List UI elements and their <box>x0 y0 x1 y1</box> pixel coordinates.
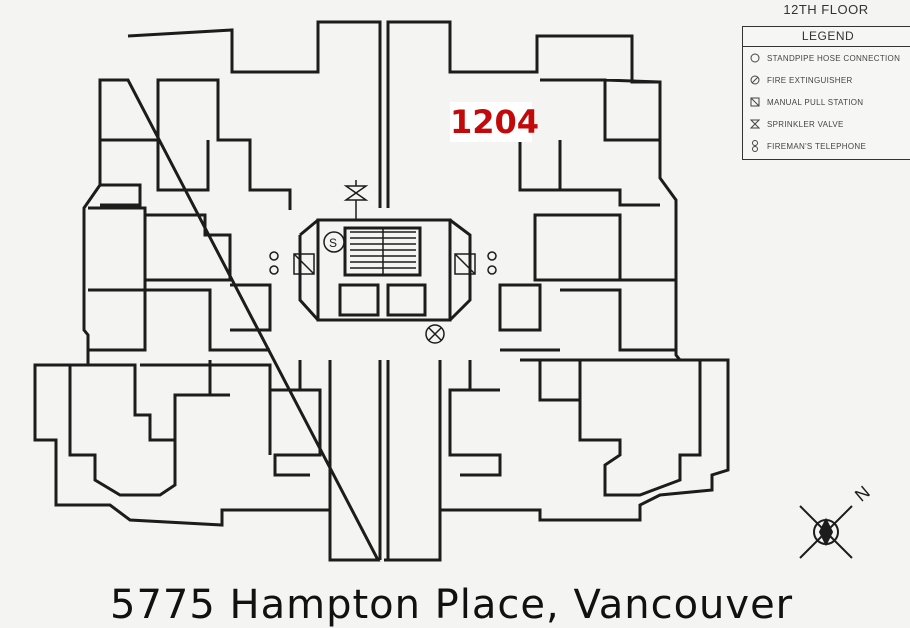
legend-item: MANUAL PULL STATION <box>743 91 910 113</box>
core-walls <box>298 218 472 322</box>
standpipe-symbol <box>323 231 345 253</box>
legend-title: LEGEND <box>743 27 910 47</box>
firemans-telephone-icon <box>743 140 767 152</box>
corridor-lower <box>328 360 442 560</box>
sprinkler-valve-symbol <box>343 180 369 220</box>
fire-extinguisher-symbol <box>425 324 445 344</box>
standpipe-icon <box>743 53 767 63</box>
address-caption: 5775 Hampton Place, Vancouver <box>110 582 794 628</box>
unit-number-label: 1204 <box>450 102 540 142</box>
fire-extinguisher-icon <box>743 75 767 85</box>
floor-label: 12TH FLOOR <box>783 2 869 17</box>
manual-pull-station-icon <box>743 97 767 107</box>
sprinkler-valve-icon <box>743 119 767 129</box>
room-walls-lower-right <box>448 358 702 497</box>
compass-n-label: N <box>851 482 874 506</box>
room-walls-left <box>88 78 292 352</box>
legend-item: STANDPIPE HOSE CONNECTION <box>743 47 910 69</box>
legend-item: FIRE EXTINGUISHER <box>743 69 910 91</box>
legend: LEGEND STANDPIPE HOSE CONNECTION FIRE EX… <box>742 26 910 160</box>
svg-text:S: S <box>329 236 337 250</box>
floor-plan: S N <box>33 20 874 562</box>
pull-station-left <box>293 253 315 275</box>
room-walls-lower-left <box>68 360 322 497</box>
room-walls-right <box>498 78 676 352</box>
pull-station-right <box>454 253 476 275</box>
stair-treads <box>350 228 416 275</box>
legend-item: FIREMAN'S TELEPHONE <box>743 135 910 157</box>
legend-item: SPRINKLER VALVE <box>743 113 910 135</box>
compass-rose <box>799 505 853 559</box>
